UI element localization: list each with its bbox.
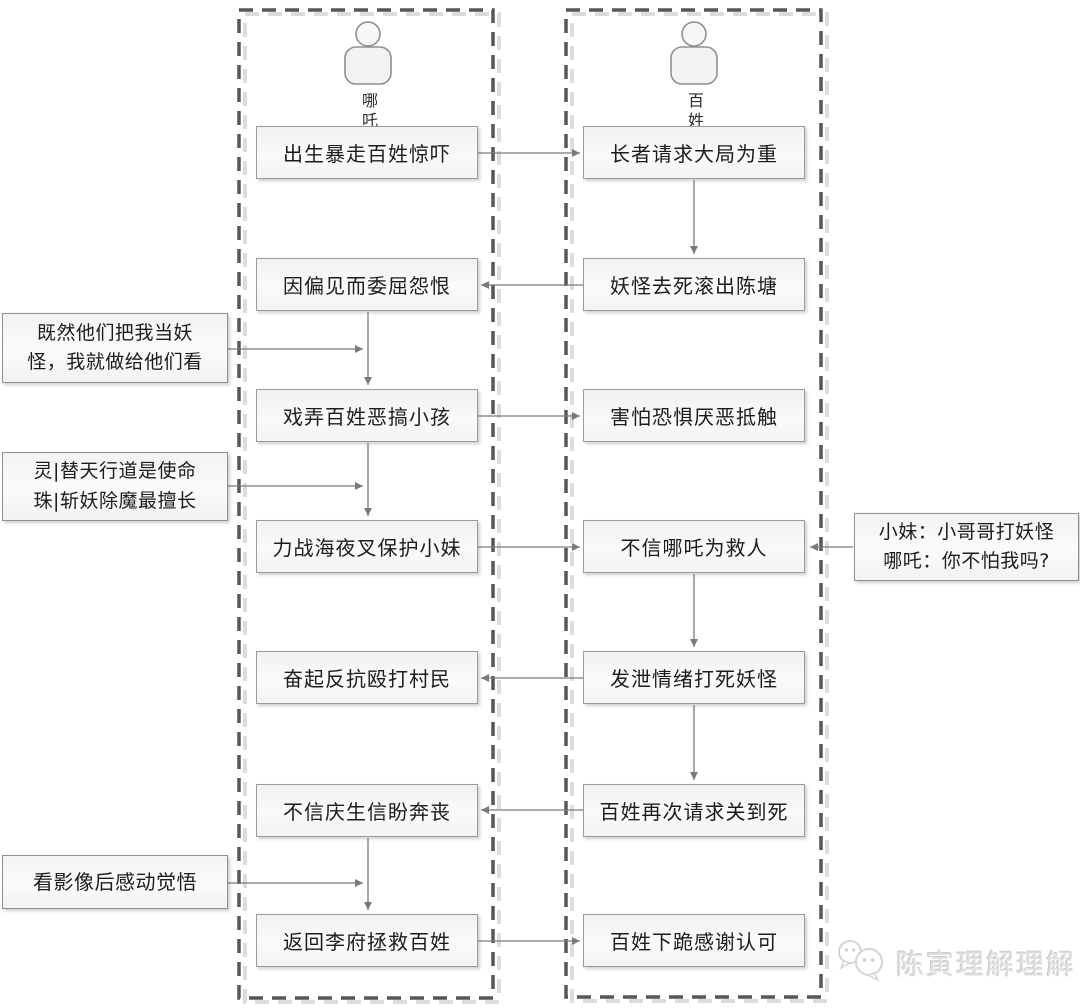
step-baixing-1: 长者请求大局为重 <box>583 126 805 179</box>
lane-baixing-border <box>564 8 823 999</box>
step-baixing-4: 不信哪吒为救人 <box>583 520 805 573</box>
step-baixing-3: 害怕恐惧厌恶抵触 <box>583 389 805 442</box>
lane-header-nezha: 哪吒 <box>342 20 394 132</box>
step-nezha-4: 力战海夜叉保护小妹 <box>256 520 478 573</box>
step-baixing-7: 百姓下跪感谢认可 <box>583 914 805 967</box>
lane-label-nezha: 哪吒 <box>359 92 378 132</box>
annotation-moved-by-video: 看影像后感动觉悟 <box>2 855 228 909</box>
annotation-line: 既然他们把我当妖 <box>36 321 193 344</box>
step-nezha-2: 因偏见而委屈怨恨 <box>256 258 478 311</box>
step-baixing-2: 妖怪去死滚出陈塘 <box>583 258 805 311</box>
step-nezha-7: 返回李府拯救百姓 <box>256 914 478 967</box>
lane-nezha-border <box>237 8 495 1000</box>
annotation-spirit-pearl: 灵|替天行道是使命 珠|斩妖除魔最擅长 <box>2 452 228 521</box>
watermark: 陈寅理解理解 <box>836 936 1080 990</box>
step-nezha-3: 戏弄百姓恶搞小孩 <box>256 389 478 442</box>
wechat-icon <box>836 938 888 988</box>
annotation-line: 看影像后感动觉悟 <box>33 869 197 894</box>
step-nezha-1: 出生暴走百姓惊吓 <box>256 126 478 179</box>
annotation-line: 珠|斩妖除魔最擅长 <box>33 489 197 512</box>
annotation-monster-vow: 既然他们把我当妖 怪，我就做给他们看 <box>2 313 228 383</box>
lane-label-baixing: 百姓 <box>685 92 704 132</box>
step-baixing-6: 百姓再次请求关到死 <box>583 784 805 837</box>
annotation-line: 小妹：小哥哥打妖怪 <box>878 520 1055 543</box>
annotation-line: 哪吒：你不怕我吗? <box>883 550 1050 572</box>
step-baixing-5: 发泄情绪打死妖怪 <box>583 651 805 704</box>
lane-nezha-border-shadow <box>243 12 501 1004</box>
lane-header-baixing: 百姓 <box>668 20 720 132</box>
annotation-line: 灵|替天行道是使命 <box>33 460 197 483</box>
person-icon <box>668 20 720 90</box>
watermark-text: 陈寅理解理解 <box>896 948 1077 981</box>
step-nezha-6: 不信庆生信盼奔丧 <box>256 784 478 837</box>
person-icon <box>342 20 394 90</box>
step-nezha-5: 奋起反抗殴打村民 <box>256 651 478 704</box>
annotation-little-sister-dialog: 小妹：小哥哥打妖怪 哪吒：你不怕我吗? <box>854 513 1079 581</box>
annotation-line: 怪，我就做给他们看 <box>27 351 203 373</box>
lane-baixing-border-shadow <box>570 12 829 1003</box>
